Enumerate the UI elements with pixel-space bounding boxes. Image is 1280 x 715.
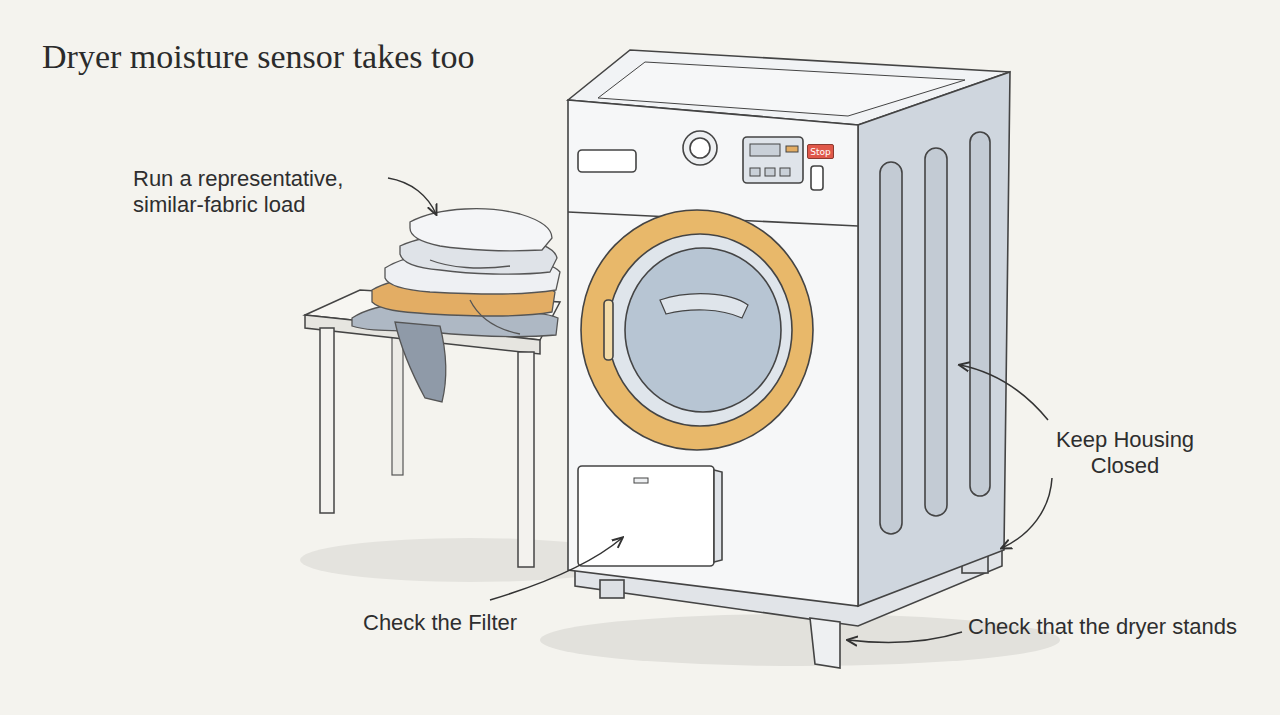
art-rect <box>750 144 780 156</box>
callout-label: Check the Filter <box>363 610 517 636</box>
art-rect <box>634 478 648 483</box>
art-path <box>430 260 510 268</box>
diagram-title: Dryer moisture sensor takes too <box>42 38 474 76</box>
art-path <box>410 209 552 251</box>
art-path <box>1002 478 1052 548</box>
art-rect <box>392 330 403 475</box>
art-rect <box>320 328 334 513</box>
art-path <box>395 322 446 402</box>
art-polygon <box>858 72 1010 606</box>
callout-label: Run a representative, similar-fabric loa… <box>133 166 378 218</box>
art-polygon <box>714 470 722 562</box>
art-rect <box>780 168 790 176</box>
art-rect <box>925 148 947 516</box>
callout-label: Check that the dryer stands <box>968 614 1237 640</box>
art-rect <box>786 146 798 152</box>
button-label: Stop <box>810 147 830 157</box>
art-path <box>470 300 520 334</box>
art-circle <box>690 138 710 158</box>
art-ellipse <box>608 234 792 426</box>
callout-label: Keep Housing Closed <box>1040 427 1210 479</box>
art-path <box>848 632 962 642</box>
art-rect <box>811 166 823 190</box>
art-rect <box>765 168 775 176</box>
art-polygon <box>568 100 858 606</box>
art-path <box>490 538 622 600</box>
leader-arrows <box>388 178 1052 642</box>
art-polygon <box>810 618 840 668</box>
art-ellipse <box>625 248 781 412</box>
art-rect <box>600 580 624 598</box>
laundry-pile <box>352 209 560 402</box>
filter-drawer <box>578 466 722 566</box>
dryer-door <box>581 210 813 450</box>
dryer-body <box>568 50 1010 668</box>
art-path <box>960 365 1048 420</box>
art-rect <box>578 466 714 566</box>
art-path <box>388 178 436 214</box>
art-rect <box>743 137 803 183</box>
art-circle <box>683 131 717 165</box>
art-rect <box>750 168 760 176</box>
art-rect <box>578 150 636 172</box>
art-rect <box>604 300 613 360</box>
side-table <box>305 290 560 567</box>
art-rect <box>970 132 990 496</box>
art-ellipse <box>581 210 813 450</box>
art-rect <box>880 162 902 534</box>
control-button: Stop <box>807 144 834 159</box>
art-path <box>660 294 748 318</box>
art-rect <box>518 352 534 567</box>
